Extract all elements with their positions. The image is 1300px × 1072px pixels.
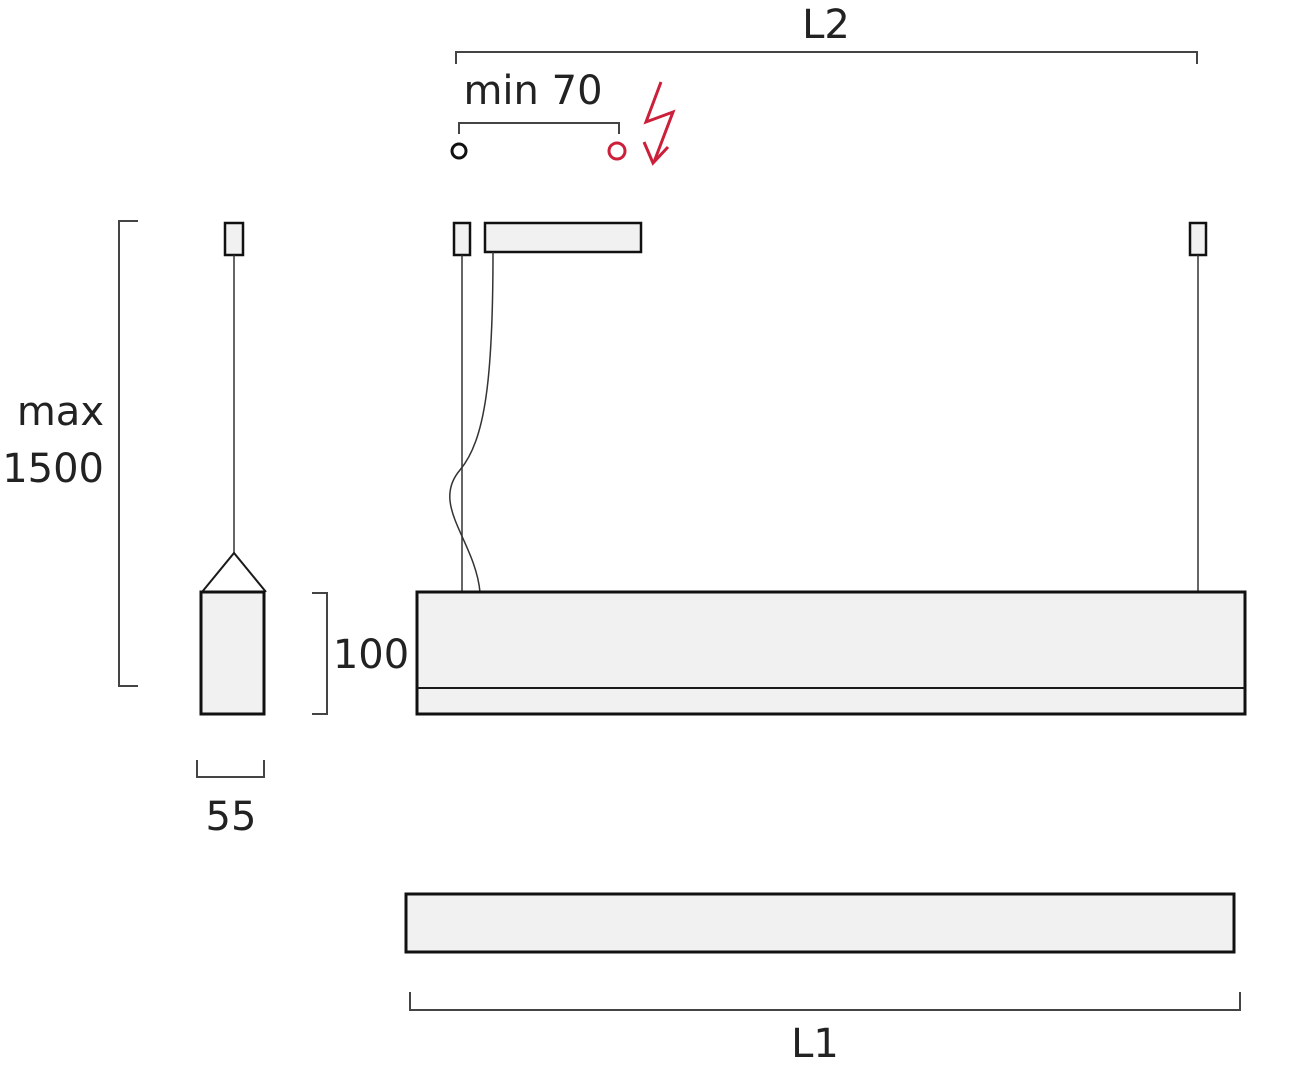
front-view bbox=[415, 221, 1247, 716]
lightning-bolt-icon bbox=[642, 81, 676, 166]
min-spacing-dimension: min 70 bbox=[450, 68, 676, 166]
l2-dimension: L2 bbox=[455, 2, 1198, 64]
l1-dimension: L1 bbox=[409, 992, 1241, 1067]
max-height-dimension: max 1500 bbox=[2, 220, 138, 687]
side-luminaire-body bbox=[199, 590, 266, 716]
bottom-luminaire-body bbox=[404, 892, 1236, 954]
max-height-label-line1: max bbox=[17, 389, 104, 435]
min-spacing-label: min 70 bbox=[463, 68, 602, 114]
power-feed-point-marker bbox=[607, 141, 627, 161]
l1-label: L1 bbox=[791, 1021, 839, 1067]
front-right-ceiling-mount bbox=[1188, 221, 1208, 257]
l2-label: L2 bbox=[802, 2, 850, 48]
side-view bbox=[199, 221, 267, 716]
side-ceiling-mount bbox=[223, 221, 245, 257]
height-label: 100 bbox=[333, 632, 409, 678]
width-label: 55 bbox=[206, 794, 257, 840]
max-height-label-line2: 1500 bbox=[2, 446, 104, 492]
suspension-point-marker bbox=[450, 142, 468, 160]
power-cable bbox=[449, 251, 494, 593]
driver-canopy bbox=[483, 221, 643, 254]
front-left-ceiling-mount bbox=[452, 221, 472, 257]
height-dimension: 100 bbox=[312, 592, 409, 715]
bottom-view bbox=[404, 892, 1236, 954]
front-luminaire-body bbox=[415, 590, 1247, 716]
width-dimension: 55 bbox=[196, 760, 265, 840]
